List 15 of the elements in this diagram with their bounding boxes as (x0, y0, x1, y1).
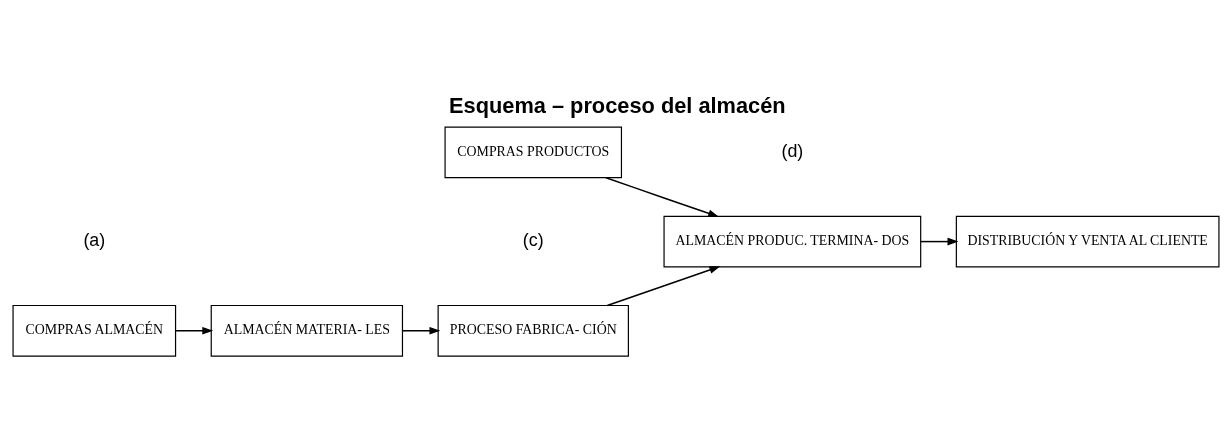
node-box: ALMACÉN MATERIA- LES (210, 304, 404, 357)
node-box: DISTRIBUCIÓN Y VENTA AL CLIENTE (955, 215, 1220, 267)
diagram-title: Esquema – proceso del almacén (449, 92, 786, 118)
arrow (606, 265, 721, 306)
label: (c) (522, 229, 544, 250)
node-box: PROCESO FABRICA- CIÓN (437, 304, 629, 357)
arrow (401, 326, 441, 335)
node-box: COMPRAS ALMACÉN (12, 304, 177, 357)
label: (a) (83, 229, 106, 250)
node-box: COMPRAS PRODUCTOS (444, 126, 623, 178)
arrow (920, 237, 959, 245)
node-box: ALMACÉN PRODUC. TERMINA- DOS (663, 215, 922, 267)
arrow (605, 176, 720, 217)
label: (d) (781, 140, 804, 161)
arrow (175, 326, 214, 335)
